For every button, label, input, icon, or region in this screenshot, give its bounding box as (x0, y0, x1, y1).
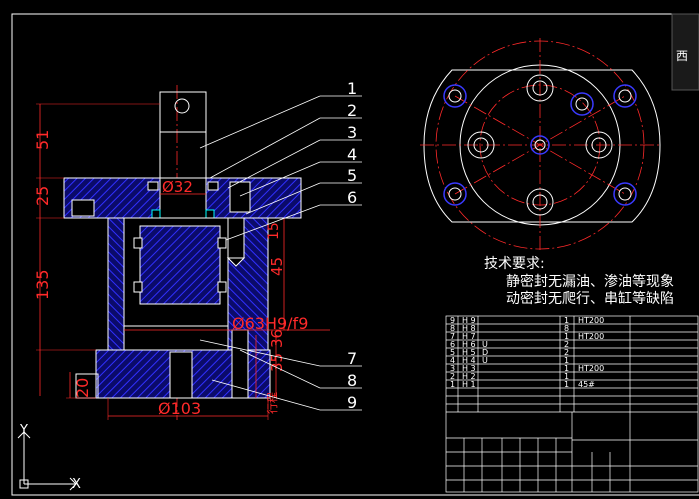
piston[interactable] (139, 225, 221, 305)
balloon-6: 6 (347, 188, 357, 207)
dim-45: 45 (268, 257, 286, 276)
bom-cell-mat: HT200 (578, 364, 604, 373)
bom-cell-qty: 1 (564, 356, 569, 365)
bom-cell-qty: 2 (564, 348, 569, 357)
ucs-y-label: Y (19, 423, 28, 438)
bom-cell-name: D (482, 348, 488, 357)
bom-cell-name: U (482, 356, 488, 365)
balloon-labels: 1 2 3 4 5 6 7 8 9 (347, 79, 357, 412)
side-panel[interactable] (671, 13, 699, 91)
bom-cell-code: H 1 (462, 380, 476, 389)
bom-cell-code: H 7 (462, 332, 476, 341)
bom-cell-code: H 4 (462, 356, 476, 365)
bom-cell-mat: HT200 (578, 316, 604, 325)
port[interactable] (169, 351, 193, 399)
bom-cell-qty: 1 (564, 316, 569, 325)
bom-cell-code: H 3 (462, 364, 476, 373)
balloon-7: 7 (347, 349, 357, 368)
balloon-1: 1 (347, 79, 357, 98)
bom-cell-n: 5 (450, 348, 455, 357)
bom-cell-mat: 45# (578, 380, 595, 389)
bom-cell-qty: 1 (564, 372, 569, 381)
balloon-9: 9 (347, 393, 357, 412)
title-block[interactable] (445, 315, 699, 493)
inner-bolts[interactable] (467, 74, 613, 216)
technical-requirements: 技术要求: 静密封无漏油、渗油等现象 动密封无爬行、串缸等缺陷 (484, 256, 674, 307)
ucs-x-label: X (72, 477, 81, 492)
tech-req-title: 技术要求: (484, 256, 545, 272)
bom-cell-qty: 1 (564, 364, 569, 373)
bom-cell-n: 8 (450, 324, 455, 333)
dim-15: 15 (266, 222, 282, 240)
top-view[interactable] (420, 38, 662, 252)
bom-cell-code: H 9 (462, 316, 476, 325)
dim-20: 20 (73, 378, 92, 398)
dim-phi63: Ø63H9/f9 (232, 314, 308, 333)
balloon-8: 8 (347, 371, 357, 390)
dim-36: 36 (268, 329, 286, 348)
dim-135: 135 (33, 269, 52, 300)
bom-cell-n: 9 (450, 316, 455, 325)
side-panel-char: 西 (676, 49, 688, 63)
bom-cell-n: 7 (450, 332, 455, 341)
rod-eye-hole (174, 98, 190, 114)
bom-cell-qty: 1 (564, 380, 569, 389)
ucs-icon (17, 431, 77, 491)
bom-cell-qty: 2 (564, 340, 569, 349)
dim-51: 51 (33, 130, 52, 150)
dim-phi32: Ø32 (162, 178, 193, 196)
bom-cell-mat: HT200 (578, 332, 604, 341)
drawing-frame (11, 13, 699, 496)
bom-cell-code: H 8 (462, 324, 476, 333)
dim-25: 25 (33, 186, 52, 206)
bom-cell-qty: 1 (564, 332, 569, 341)
rod-eye[interactable] (159, 91, 207, 133)
balloon-3: 3 (347, 123, 357, 142)
dim-35: 35 (268, 353, 286, 372)
dim-phi103: Ø103 (158, 399, 201, 418)
tech-req-line-2: 动密封无爬行、串缸等缺陷 (506, 290, 674, 307)
bom-cell-code: H 2 (462, 372, 476, 381)
bom-cell-n: 6 (450, 340, 455, 349)
bom-cell-code: H 5 (462, 348, 476, 357)
bom-cell-n: 3 (450, 364, 455, 373)
center-port[interactable] (530, 135, 550, 155)
tech-req-line-1: 静密封无漏油、渗油等现象 (506, 273, 674, 290)
bolt-top[interactable] (229, 181, 251, 213)
section-view[interactable]: 51 25 135 20 Ø32 15 45 35 36 Ø63H9/f9 Ø1… (33, 79, 362, 420)
balloon-4: 4 (347, 145, 357, 164)
bom-cell-code: H 6 (462, 340, 476, 349)
outer-bolts[interactable] (443, 84, 637, 206)
balloon-2: 2 (347, 101, 357, 120)
bom-cell-n: 2 (450, 372, 455, 381)
bom-cell-n: 4 (450, 356, 455, 365)
bom-cell-n: 1 (450, 380, 455, 389)
bom-cell-qty: 8 (564, 324, 569, 333)
flange-outline[interactable] (423, 69, 661, 223)
balloon-5: 5 (347, 166, 357, 185)
leader-lines (199, 95, 362, 411)
bom-cell-name: U (482, 340, 488, 349)
